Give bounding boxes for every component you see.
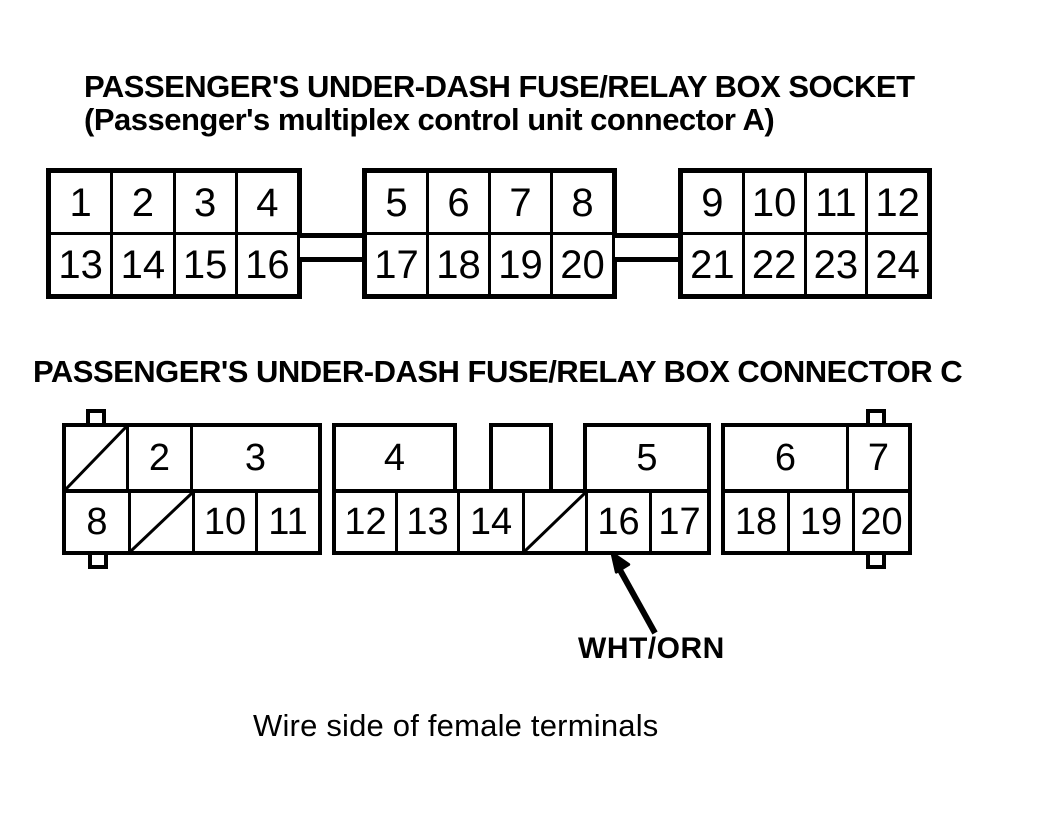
- socket-a-terminal-22: 22: [744, 235, 804, 294]
- terminal-cell-11: 11: [255, 493, 318, 551]
- socket-a-block-2: 5 6 7 8 17 18 19 20: [362, 168, 617, 299]
- socket-a-terminal-17: 17: [367, 235, 426, 294]
- socket-a-bridge-2: [615, 233, 680, 262]
- socket-a-title: PASSENGER'S UNDER-DASH FUSE/RELAY BOX SO…: [84, 70, 915, 136]
- socket-a-terminal-11: 11: [806, 173, 866, 232]
- socket-a-block-3: 9 10 11 12 21 22 23 24: [678, 168, 932, 299]
- connector-c-bottom-segment-3: 18 19 20: [721, 489, 912, 555]
- slash-icon: [66, 427, 126, 489]
- socket-a-terminal-14: 14: [113, 235, 173, 294]
- socket-a-terminal-19: 19: [491, 235, 550, 294]
- terminal-cell-13: 13: [395, 493, 457, 551]
- connector-c-title: PASSENGER'S UNDER-DASH FUSE/RELAY BOX CO…: [33, 354, 963, 389]
- mounting-tab-bottom-left: [88, 554, 108, 569]
- wire-pointer-arrow: [610, 551, 658, 635]
- mounting-tab-bottom-right: [866, 554, 886, 569]
- connector-c-top-segment-4: 6 7: [721, 423, 912, 489]
- socket-a-terminal-2: 2: [113, 173, 173, 232]
- blanked-terminal-cell-9: [128, 493, 192, 551]
- terminal-cell-10: 10: [192, 493, 255, 551]
- terminal-cell-19: 19: [787, 493, 852, 551]
- terminal-cell-17: 17: [649, 493, 707, 551]
- blanked-terminal-cell-1: [66, 427, 126, 489]
- terminal-cell-3: 3: [190, 427, 318, 489]
- terminal-cell-2: 2: [126, 427, 190, 489]
- terminal-cell-8: 8: [86, 501, 108, 543]
- socket-a-block-1: 1 2 3 4 13 14 15 16: [46, 168, 302, 299]
- connector-c-top-segment-2: 4: [332, 423, 457, 489]
- socket-a-terminal-12: 12: [868, 173, 927, 232]
- mounting-tab-top-left: [86, 409, 106, 424]
- socket-a-bridge-1: [300, 233, 364, 262]
- socket-a-terminal-20: 20: [553, 235, 612, 294]
- socket-a-title-line1: PASSENGER'S UNDER-DASH FUSE/RELAY BOX SO…: [84, 69, 915, 104]
- slash-icon: [525, 493, 585, 551]
- socket-a-terminal-23: 23: [806, 235, 866, 294]
- socket-a-terminal-24: 24: [868, 235, 927, 294]
- blanked-terminal-cell-15: [522, 493, 585, 551]
- wire-color-label: WHT/ORN: [578, 632, 725, 665]
- terminal-cell-6: 6: [774, 437, 797, 479]
- socket-a-terminal-13: 13: [51, 235, 111, 294]
- terminal-cell-4: 4: [383, 437, 406, 479]
- terminal-cell-16: 16: [585, 493, 649, 551]
- socket-a-terminal-18: 18: [429, 235, 488, 294]
- socket-a-title-line2: (Passenger's multiplex control unit conn…: [84, 102, 775, 137]
- socket-a-terminal-6: 6: [429, 173, 488, 232]
- socket-a-terminal-10: 10: [744, 173, 804, 232]
- socket-a-terminal-15: 15: [175, 235, 235, 294]
- terminal-cell-14: 14: [457, 493, 522, 551]
- connector-c-bottom-segment-2: 12 13 14 16 17: [332, 489, 711, 555]
- socket-a-terminal-3: 3: [175, 173, 235, 232]
- socket-a-terminal-4: 4: [237, 173, 297, 232]
- connector-c-bottom-segment-1: 8 10 11: [62, 489, 322, 555]
- socket-a-terminal-7: 7: [491, 173, 550, 232]
- socket-a-terminal-5: 5: [367, 173, 426, 232]
- terminal-cell-5: 5: [636, 437, 658, 479]
- socket-a-terminal-16: 16: [237, 235, 297, 294]
- terminal-cell-12: 12: [344, 501, 387, 543]
- socket-a-terminal-9: 9: [683, 173, 742, 232]
- socket-a-terminal-21: 21: [683, 235, 742, 294]
- connector-c-top-segment-3: 5: [583, 423, 711, 489]
- connector-c-keyway-box: [489, 423, 553, 489]
- mounting-tab-top-right: [866, 409, 886, 424]
- slash-icon: [131, 493, 192, 551]
- diagram-caption: Wire side of female terminals: [253, 708, 659, 743]
- terminal-cell-20: 20: [852, 493, 908, 551]
- terminal-cell-18: 18: [734, 501, 778, 543]
- socket-a-terminal-8: 8: [553, 173, 612, 232]
- connector-c-top-segment-1: 2 3: [62, 423, 322, 489]
- socket-a-terminal-1: 1: [51, 173, 111, 232]
- terminal-cell-7: 7: [846, 427, 908, 489]
